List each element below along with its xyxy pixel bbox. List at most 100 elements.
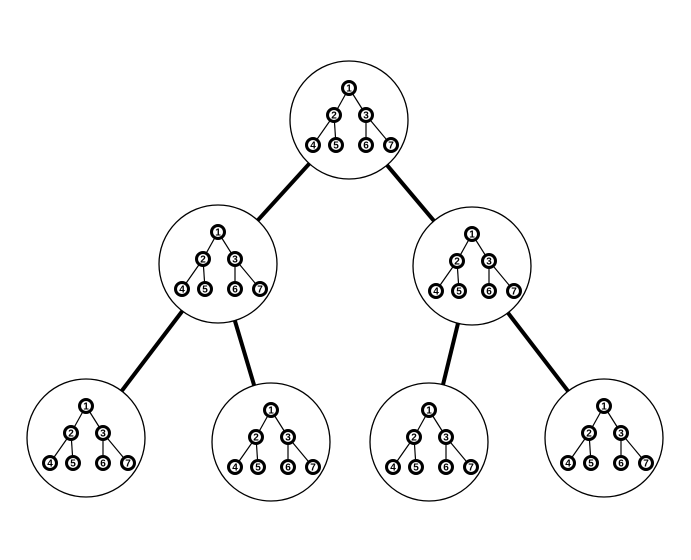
inner-node-label: 3	[285, 433, 291, 444]
outer-node-circle	[158, 204, 278, 324]
inner-node-label: 5	[70, 459, 76, 470]
inner-node-label: 3	[100, 429, 106, 440]
inner-node-label: 6	[285, 463, 291, 474]
inner-node-1	[421, 402, 437, 418]
inner-node-label: 4	[232, 463, 238, 474]
inner-node-2	[581, 425, 597, 441]
inner-node-label: 2	[253, 433, 259, 444]
inner-node-label: 2	[586, 429, 592, 440]
outer-node-circle	[211, 382, 331, 502]
outer-node-circle	[544, 378, 664, 498]
outer-node-d: 1 2 3 4 5 6 7	[26, 378, 146, 498]
inner-node-label: 1	[268, 406, 274, 417]
inner-node-3	[613, 425, 629, 441]
inner-node-1	[341, 80, 357, 96]
inner-node-label: 2	[200, 255, 206, 266]
inner-node-7	[383, 137, 399, 153]
inner-node-2	[195, 251, 211, 267]
inner-node-4	[227, 459, 243, 475]
inner-node-5	[451, 283, 467, 299]
inner-node-6	[358, 137, 374, 153]
inner-node-label: 1	[426, 406, 432, 417]
inner-node-label: 4	[433, 287, 439, 298]
inner-node-label: 4	[565, 459, 571, 470]
inner-node-label: 7	[125, 459, 131, 470]
inner-node-3	[227, 251, 243, 267]
inner-node-label: 4	[47, 459, 53, 470]
inner-node-label: 7	[468, 463, 474, 474]
inner-node-4	[42, 455, 58, 471]
inner-node-7	[252, 281, 268, 297]
inner-node-2	[326, 107, 342, 123]
inner-node-label: 1	[83, 402, 89, 413]
inner-node-label: 5	[588, 459, 594, 470]
inner-node-6	[280, 459, 296, 475]
inner-node-4	[385, 459, 401, 475]
inner-node-label: 3	[618, 429, 624, 440]
inner-node-label: 1	[346, 84, 352, 95]
inner-node-7	[506, 283, 522, 299]
inner-node-1	[263, 402, 279, 418]
inner-node-5	[65, 455, 81, 471]
inner-node-2	[406, 429, 422, 445]
inner-node-4	[174, 281, 190, 297]
inner-node-5	[197, 281, 213, 297]
inner-node-7	[305, 459, 321, 475]
inner-node-5	[583, 455, 599, 471]
inner-node-4	[560, 455, 576, 471]
inner-node-label: 7	[643, 459, 649, 470]
inner-node-label: 3	[232, 255, 238, 266]
inner-node-label: 7	[388, 141, 394, 152]
inner-node-6	[95, 455, 111, 471]
inner-node-label: 6	[443, 463, 449, 474]
inner-node-label: 5	[413, 463, 419, 474]
inner-node-label: 6	[100, 459, 106, 470]
inner-node-3	[280, 429, 296, 445]
inner-node-5	[250, 459, 266, 475]
inner-node-label: 2	[331, 111, 337, 122]
inner-node-4	[428, 283, 444, 299]
inner-node-6	[438, 459, 454, 475]
inner-node-label: 6	[618, 459, 624, 470]
inner-node-label: 7	[511, 287, 517, 298]
inner-node-label: 5	[255, 463, 261, 474]
inner-node-7	[120, 455, 136, 471]
inner-node-1	[210, 224, 226, 240]
outer-node-circle	[26, 378, 146, 498]
inner-node-5	[408, 459, 424, 475]
inner-node-label: 1	[469, 230, 475, 241]
inner-node-2	[63, 425, 79, 441]
inner-node-label: 1	[601, 402, 607, 413]
outer-node-e: 1 2 3 4 5 6 7	[211, 382, 331, 502]
inner-node-1	[596, 398, 612, 414]
outer-node-g: 1 2 3 4 5 6 7	[544, 378, 664, 498]
inner-node-label: 6	[363, 141, 369, 152]
inner-node-label: 2	[411, 433, 417, 444]
outer-node-circle	[369, 382, 489, 502]
inner-node-4	[305, 137, 321, 153]
inner-node-label: 6	[232, 285, 238, 296]
inner-node-label: 6	[486, 287, 492, 298]
inner-node-label: 2	[68, 429, 74, 440]
inner-node-label: 2	[454, 257, 460, 268]
inner-node-6	[481, 283, 497, 299]
inner-node-label: 4	[179, 285, 185, 296]
inner-node-1	[78, 398, 94, 414]
inner-node-3	[438, 429, 454, 445]
inner-node-6	[227, 281, 243, 297]
inner-node-7	[463, 459, 479, 475]
inner-node-7	[638, 455, 654, 471]
outer-node-circle	[289, 60, 409, 180]
inner-node-label: 7	[310, 463, 316, 474]
outer-node-circle	[412, 206, 532, 326]
inner-node-label: 4	[310, 141, 316, 152]
inner-node-label: 3	[443, 433, 449, 444]
inner-node-5	[328, 137, 344, 153]
inner-node-2	[248, 429, 264, 445]
